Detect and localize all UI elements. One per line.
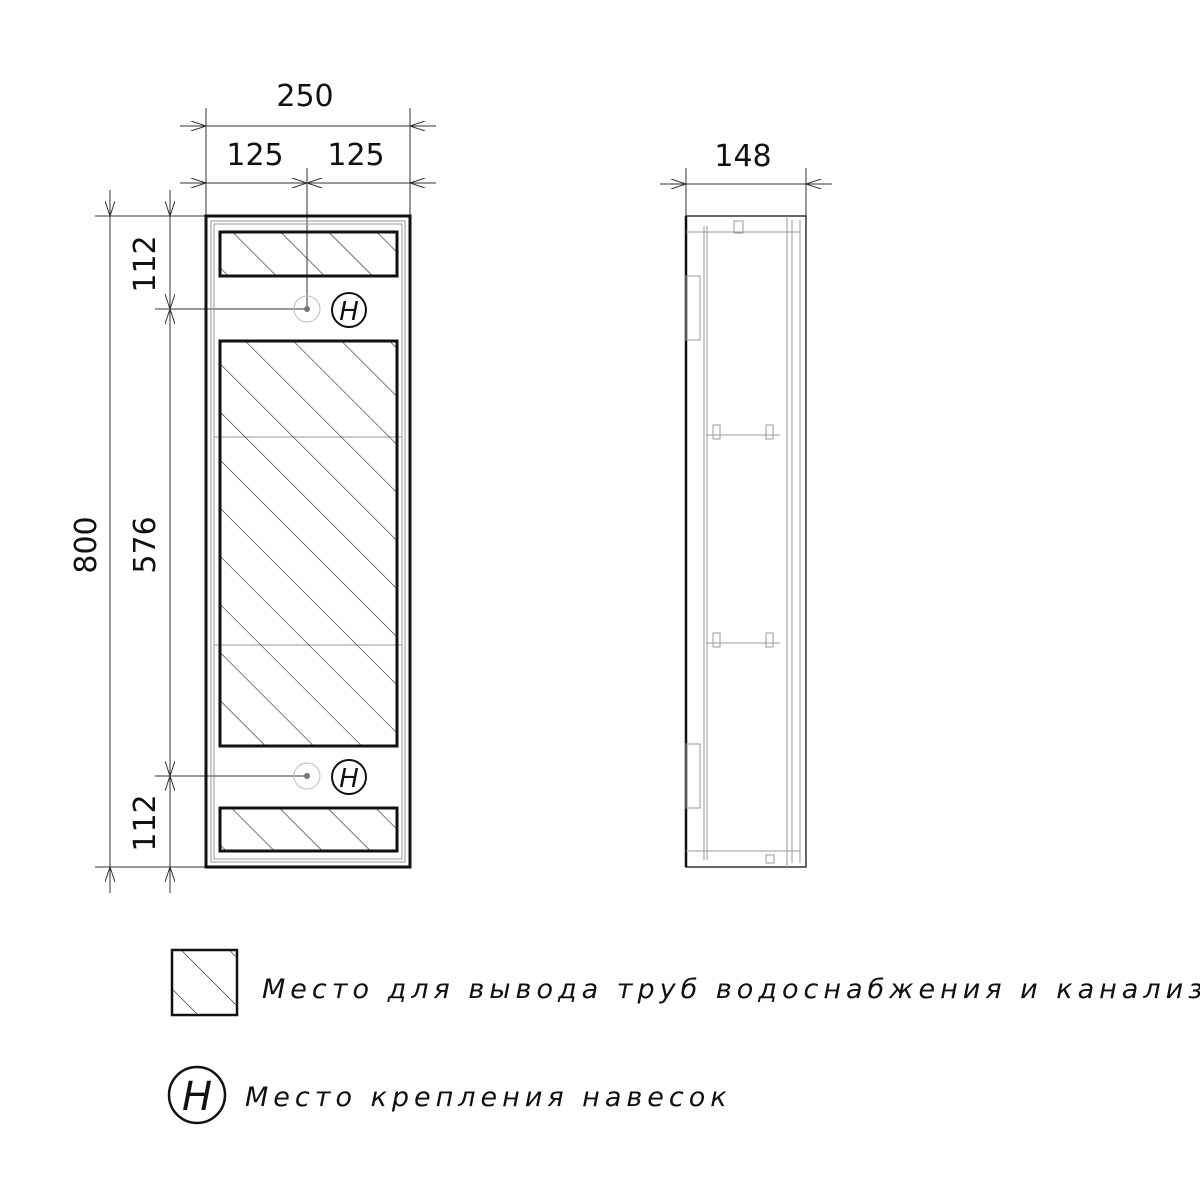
legend: Место для вывода труб водоснабжения и ка… (167, 948, 1200, 1125)
side-view (684, 215, 807, 868)
dim-height-middle: 576 (128, 516, 163, 573)
dim-height-top: 112 (128, 235, 163, 292)
mount-marker-top (331, 292, 367, 328)
front-dimensions: 250 125 125 800 112 576 112 (69, 79, 436, 893)
front-view: H H (204, 214, 412, 869)
pipe-zone-top (218, 230, 399, 278)
mount-hole-top (293, 295, 321, 323)
legend-mount-label: Место крепления навесок (245, 1082, 732, 1113)
dim-depth: 148 (714, 139, 771, 174)
mount-marker-top-label: H (339, 297, 359, 327)
side-dimensions: 148 (660, 139, 832, 216)
legend-hatch-swatch (170, 948, 239, 1017)
legend-mount-symbol-label: H (182, 1074, 212, 1120)
legend-pipes-label: Место для вывода труб водоснабжения и ка… (262, 974, 1200, 1005)
mount-hole-bottom (293, 762, 321, 790)
pipe-zone-middle (218, 339, 399, 748)
legend-mount-symbol (167, 1065, 227, 1125)
dim-height-bottom: 112 (128, 794, 163, 851)
dim-width-left: 125 (226, 138, 283, 173)
pipe-zone-bottom (218, 806, 399, 853)
dim-height-total: 800 (69, 516, 104, 573)
mount-marker-bottom-label: H (339, 764, 359, 794)
dim-width-total: 250 (276, 79, 333, 114)
mount-marker-bottom (331, 759, 367, 795)
dim-width-right: 125 (327, 138, 384, 173)
